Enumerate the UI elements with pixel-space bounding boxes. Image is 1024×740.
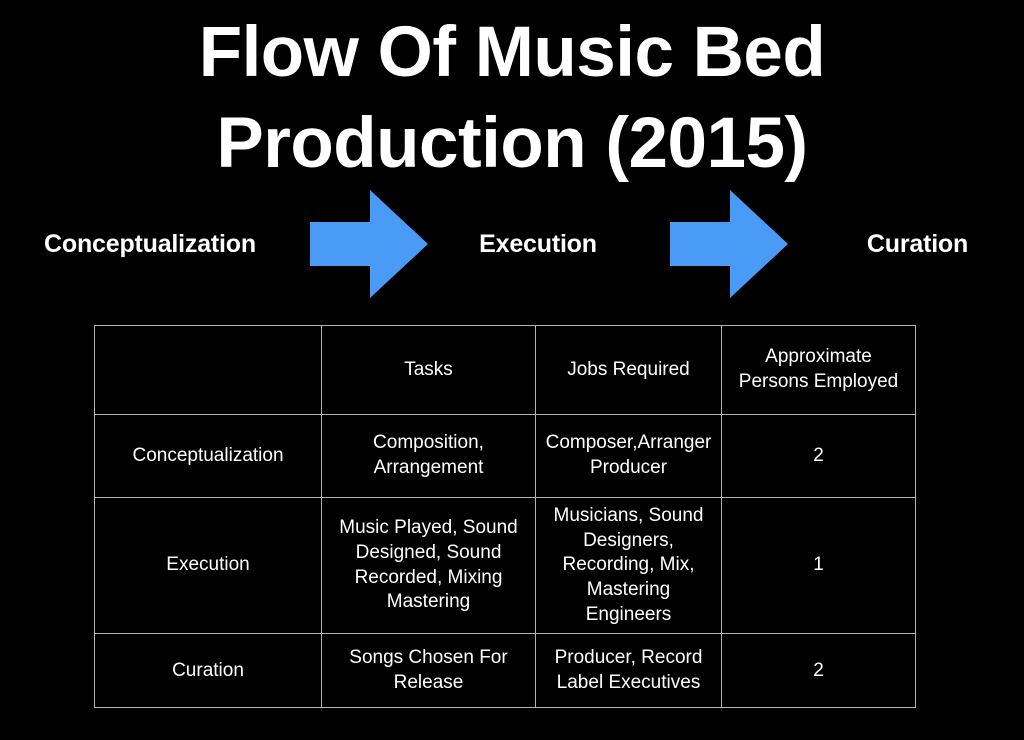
table-header-row: Tasks Jobs Required Approximate Persons … [94, 325, 916, 415]
table-cell-jobs: Composer,Arranger Producer [535, 414, 722, 498]
table-header-persons: Approximate Persons Employed [721, 325, 916, 415]
table-cell-stage: Execution [94, 496, 322, 635]
table-cell-persons: 2 [721, 633, 916, 709]
production-flow-table: Tasks Jobs Required Approximate Persons … [94, 325, 916, 709]
page-title: Flow Of Music Bed Production (2015) [198, 13, 826, 183]
table-header-jobs: Jobs Required [535, 325, 722, 415]
table-cell-tasks: Songs Chosen For Release [321, 633, 536, 709]
table-header-empty [94, 325, 322, 415]
flow-diagram: Conceptualization Execution Curation [0, 186, 1024, 302]
table-cell-jobs: Musicians, Sound Designers, Recording, M… [535, 496, 722, 635]
table-cell-stage: Conceptualization [94, 414, 322, 498]
arrow-right-icon [670, 188, 790, 300]
table-cell-stage: Curation [94, 633, 322, 709]
flow-stage-conceptualization: Conceptualization [44, 229, 256, 258]
table-header-tasks: Tasks [321, 325, 536, 415]
arrow-right-icon [310, 188, 430, 300]
table-cell-persons: 1 [721, 496, 916, 635]
flow-stage-execution: Execution [479, 229, 597, 258]
table-cell-tasks: Music Played, Sound Designed, Sound Reco… [321, 496, 536, 635]
flow-stage-curation: Curation [866, 229, 969, 258]
table-row: Conceptualization Composition, Arrangeme… [94, 414, 916, 498]
table-row: Execution Music Played, Sound Designed, … [94, 496, 916, 635]
table-row: Curation Songs Chosen For Release Produc… [94, 633, 916, 709]
table-cell-jobs: Producer, Record Label Executives [535, 633, 722, 709]
table-cell-persons: 2 [721, 414, 916, 498]
table-cell-tasks: Composition, Arrangement [321, 414, 536, 498]
